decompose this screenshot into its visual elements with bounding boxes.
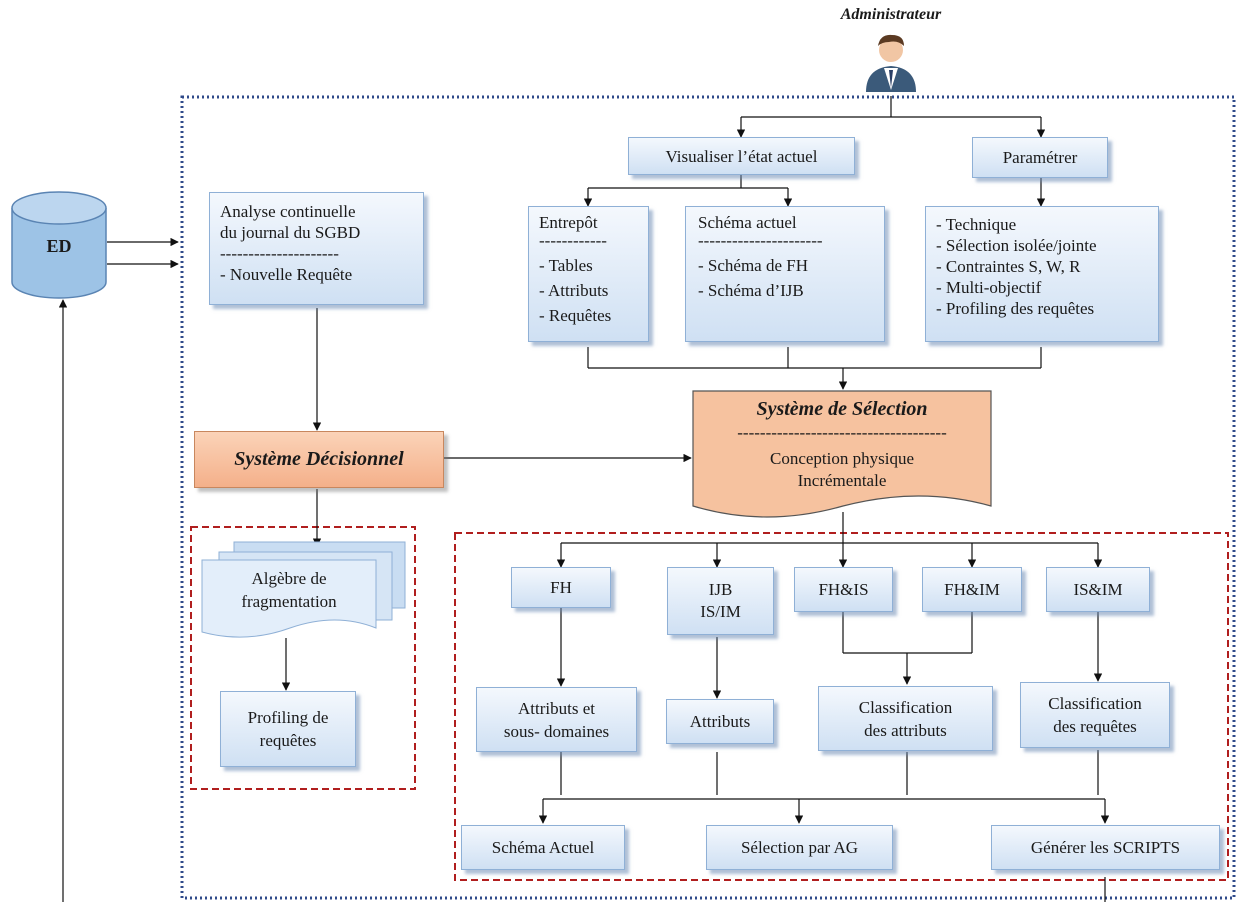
attributs-sous-domaines-line-1: Attributs et [518, 698, 595, 718]
entrepot-item-requetes: - Requêtes [539, 306, 612, 325]
param-multi-objectif: - Multi-objectif [936, 278, 1042, 297]
selection-system-separator: ------------------------------------- [737, 423, 947, 442]
schema-fh-item: - Schéma de FH [698, 256, 809, 275]
selection-ag-label: Sélection par AG [740, 838, 859, 857]
administrator-person-icon [866, 34, 916, 92]
classification-requetes-line-2: des requêtes [1053, 717, 1137, 736]
generer-scripts-box: Générer les SCRIPTS [991, 825, 1220, 870]
technique-is-im-box: IS&IM [1046, 567, 1150, 612]
algebre-fragmentation-box: Algèbre de fragmentation [202, 567, 376, 613]
selection-system-title: Système de Sélection [756, 398, 928, 420]
technique-fh-box: FH [511, 567, 611, 608]
technique-is-im-label: IS&IM [1073, 580, 1123, 599]
analyse-line-1: Analyse continuelle [220, 202, 356, 221]
param-technique: - Technique [936, 215, 1017, 234]
analyse-journal-box: Analyse continuelle du journal du SGBD -… [209, 192, 424, 305]
algebre-line-1: Algèbre de [251, 569, 327, 588]
profiling-line-2: requêtes [259, 731, 317, 750]
analyse-line-2: du journal du SGBD [220, 223, 361, 242]
generer-scripts-label: Générer les SCRIPTS [1030, 838, 1181, 857]
visualiser-label: Visualiser l’état actuel [665, 146, 818, 166]
schema-ijb-item: - Schéma d’IJB [698, 281, 804, 300]
visualiser-etat-box: Visualiser l’état actuel [628, 137, 855, 175]
technique-ijb-box: IJB IS/IM [667, 567, 774, 635]
entrepot-separator: ------------ [539, 231, 607, 250]
classification-attributs-line-1: Classification [858, 697, 953, 717]
analyse-line-4: - Nouvelle Requête [220, 265, 353, 284]
technique-fh-im-label: FH&IM [944, 580, 1000, 599]
parametrer-label: Paramétrer [1002, 148, 1078, 167]
schema-actuel-output-label: Schéma Actuel [491, 838, 595, 857]
decision-system-box: Système Décisionnel [194, 431, 444, 488]
profiling-requetes-box: Profiling de requêtes [220, 691, 356, 767]
technique-ijb-line-1: IJB [708, 580, 733, 599]
schema-actuel-output-box: Schéma Actuel [461, 825, 625, 870]
schema-actuel-separator: ---------------------- [698, 231, 823, 250]
attributs-label: Attributs [689, 712, 751, 731]
entrepot-box: Entrepôt ------------ - Tables - Attribu… [528, 206, 649, 342]
database-cylinder-icon [11, 191, 107, 299]
classification-attributs-line-2: des attributs [864, 720, 947, 740]
technique-fh-im-box: FH&IM [922, 567, 1022, 612]
param-selection: - Sélection isolée/jointe [936, 236, 1097, 255]
technique-ijb-line-2: IS/IM [700, 602, 741, 621]
selection-system-line-1: Conception physique [769, 449, 914, 468]
database-label: ED [46, 236, 72, 256]
technique-fh-is-box: FH&IS [794, 567, 893, 612]
administrator-label: Administrateur [840, 6, 942, 23]
param-profiling: - Profiling des requêtes [936, 299, 1095, 318]
attributs-sous-domaines-box: Attributs et sous- domaines [476, 687, 637, 752]
classification-attributs-box: Classification des attributs [818, 686, 993, 751]
selection-system-box: Système de Sélection -------------------… [693, 398, 991, 492]
classification-requetes-box: Classification des requêtes [1020, 682, 1170, 748]
fragmentation-group-frame [190, 526, 416, 790]
selection-system-shape [692, 390, 992, 518]
entrepot-item-tables: - Tables [539, 256, 593, 275]
param-contraintes: - Contraintes S, W, R [936, 257, 1081, 276]
schema-actuel-title: Schéma actuel [698, 213, 797, 232]
parametrer-box: Paramétrer [972, 137, 1108, 178]
entrepot-item-attributs: - Attributs [539, 281, 609, 300]
selection-ag-box: Sélection par AG [706, 825, 893, 870]
selection-system-line-2: Incrémentale [797, 471, 887, 490]
schema-actuel-box: Schéma actuel ---------------------- - S… [685, 206, 885, 342]
technique-fh-label: FH [550, 578, 572, 597]
classification-requetes-line-1: Classification [1048, 694, 1142, 713]
decision-system-title: Système Décisionnel [234, 448, 404, 470]
profiling-line-1: Profiling de [247, 708, 329, 727]
system-boundary-frame [180, 95, 1236, 900]
attributs-box: Attributs [666, 699, 774, 744]
document-stack-shape [201, 541, 406, 638]
analyse-separator: --------------------- [220, 244, 339, 263]
selection-group-frame [454, 532, 1229, 881]
attributs-sous-domaines-line-2: sous- domaines [503, 721, 610, 741]
parametres-list-box: - Technique - Sélection isolée/jointe - … [925, 206, 1159, 342]
technique-fh-is-label: FH&IS [818, 580, 869, 599]
entrepot-title: Entrepôt [539, 213, 598, 232]
algebre-line-2: fragmentation [241, 592, 337, 611]
